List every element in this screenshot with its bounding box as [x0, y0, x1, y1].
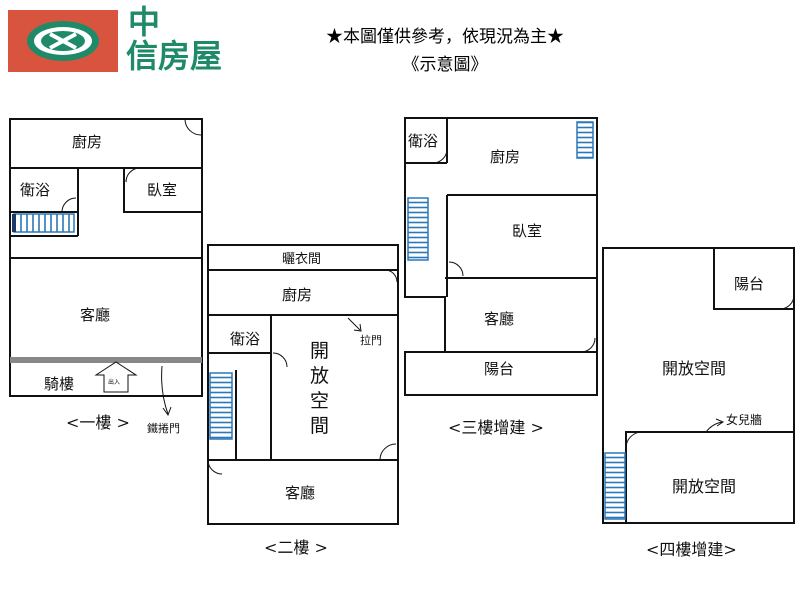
floor-4-open-space-top-label: 開放空間 [662, 359, 726, 378]
floor-3-balcony-label: 陽台 [484, 360, 514, 378]
floor-4-open-space-bottom-label: 開放空間 [672, 477, 736, 496]
floor-4-plan [602, 247, 795, 524]
floor-2-stairs [209, 372, 233, 440]
logo-line1: 中 [128, 3, 161, 41]
floor-1-stairs [13, 213, 75, 233]
floor-3-plan [404, 117, 598, 396]
floor-1-plan [9, 118, 203, 397]
floor-2-living-label: 客廳 [285, 484, 315, 502]
floor-3-caption: <三樓增建 > [448, 418, 544, 437]
floor-1-living-label: 客廳 [80, 306, 110, 324]
logo-mark [8, 10, 118, 72]
rolling-door-arrow-icon [161, 365, 172, 417]
floor-2-open-space-label: 開 放 空 間 [310, 340, 329, 437]
floor-2-open-char-4: 間 [310, 415, 329, 437]
floor-2-bath-label: 衛浴 [230, 330, 260, 348]
sliding-door-arrow-icon [347, 317, 362, 332]
floor-3-bedroom-label: 臥室 [512, 222, 542, 240]
floor-4-caption: <四樓增建> [646, 540, 737, 559]
floor-4-stairs [604, 452, 626, 520]
daughter-wall-arrow-icon [705, 418, 725, 433]
logo-icon [27, 21, 99, 61]
floor-1-stair-landing [12, 214, 16, 232]
floor-1-kitchen-label: 廚房 [72, 133, 102, 151]
floor-1-bath-label: 衛浴 [20, 181, 50, 199]
floor-3-kitchen-label: 廚房 [490, 148, 520, 166]
schematic-label: 《示意圖》 [402, 55, 488, 75]
floor-4-balcony-label: 陽台 [734, 275, 764, 293]
floor-2-sliding-door-label: 拉門 [360, 333, 382, 347]
logo-line2: 信房屋 [126, 37, 223, 75]
floor-2-caption: <二樓 > [264, 538, 328, 557]
floor-2-drying-label: 曬衣間 [282, 251, 321, 267]
floor-4-daughter-wall-label: 女兒牆 [726, 412, 762, 427]
floor-3-living-label: 客廳 [484, 310, 514, 328]
floor-3-stairs-lower [407, 197, 429, 261]
floor-3-stairs-upper [576, 121, 594, 159]
floor-2-open-char-2: 放 [310, 365, 329, 387]
floor-2-kitchen-label: 廚房 [282, 286, 312, 304]
floor-1-rolling-door-label: 鐵捲門 [147, 421, 180, 435]
disclaimer: ★本圖僅供參考，依現況為主★ [326, 27, 564, 47]
entry-mark-label: 出入 [108, 378, 120, 386]
floor-2-plan [207, 244, 399, 525]
floor-1-arcade-label: 騎樓 [44, 375, 74, 393]
floor-2-open-char-1: 開 [310, 340, 329, 362]
floor-1-caption: <一樓 > [66, 413, 130, 432]
logo-text: 中 信房屋 [126, 6, 222, 72]
entry-arrow-icon: 出入 [94, 361, 138, 393]
floor-1-bedroom-label: 臥室 [147, 181, 177, 199]
floor-3-bath-label: 衛浴 [408, 132, 438, 150]
floor-2-open-char-3: 空 [310, 390, 329, 412]
